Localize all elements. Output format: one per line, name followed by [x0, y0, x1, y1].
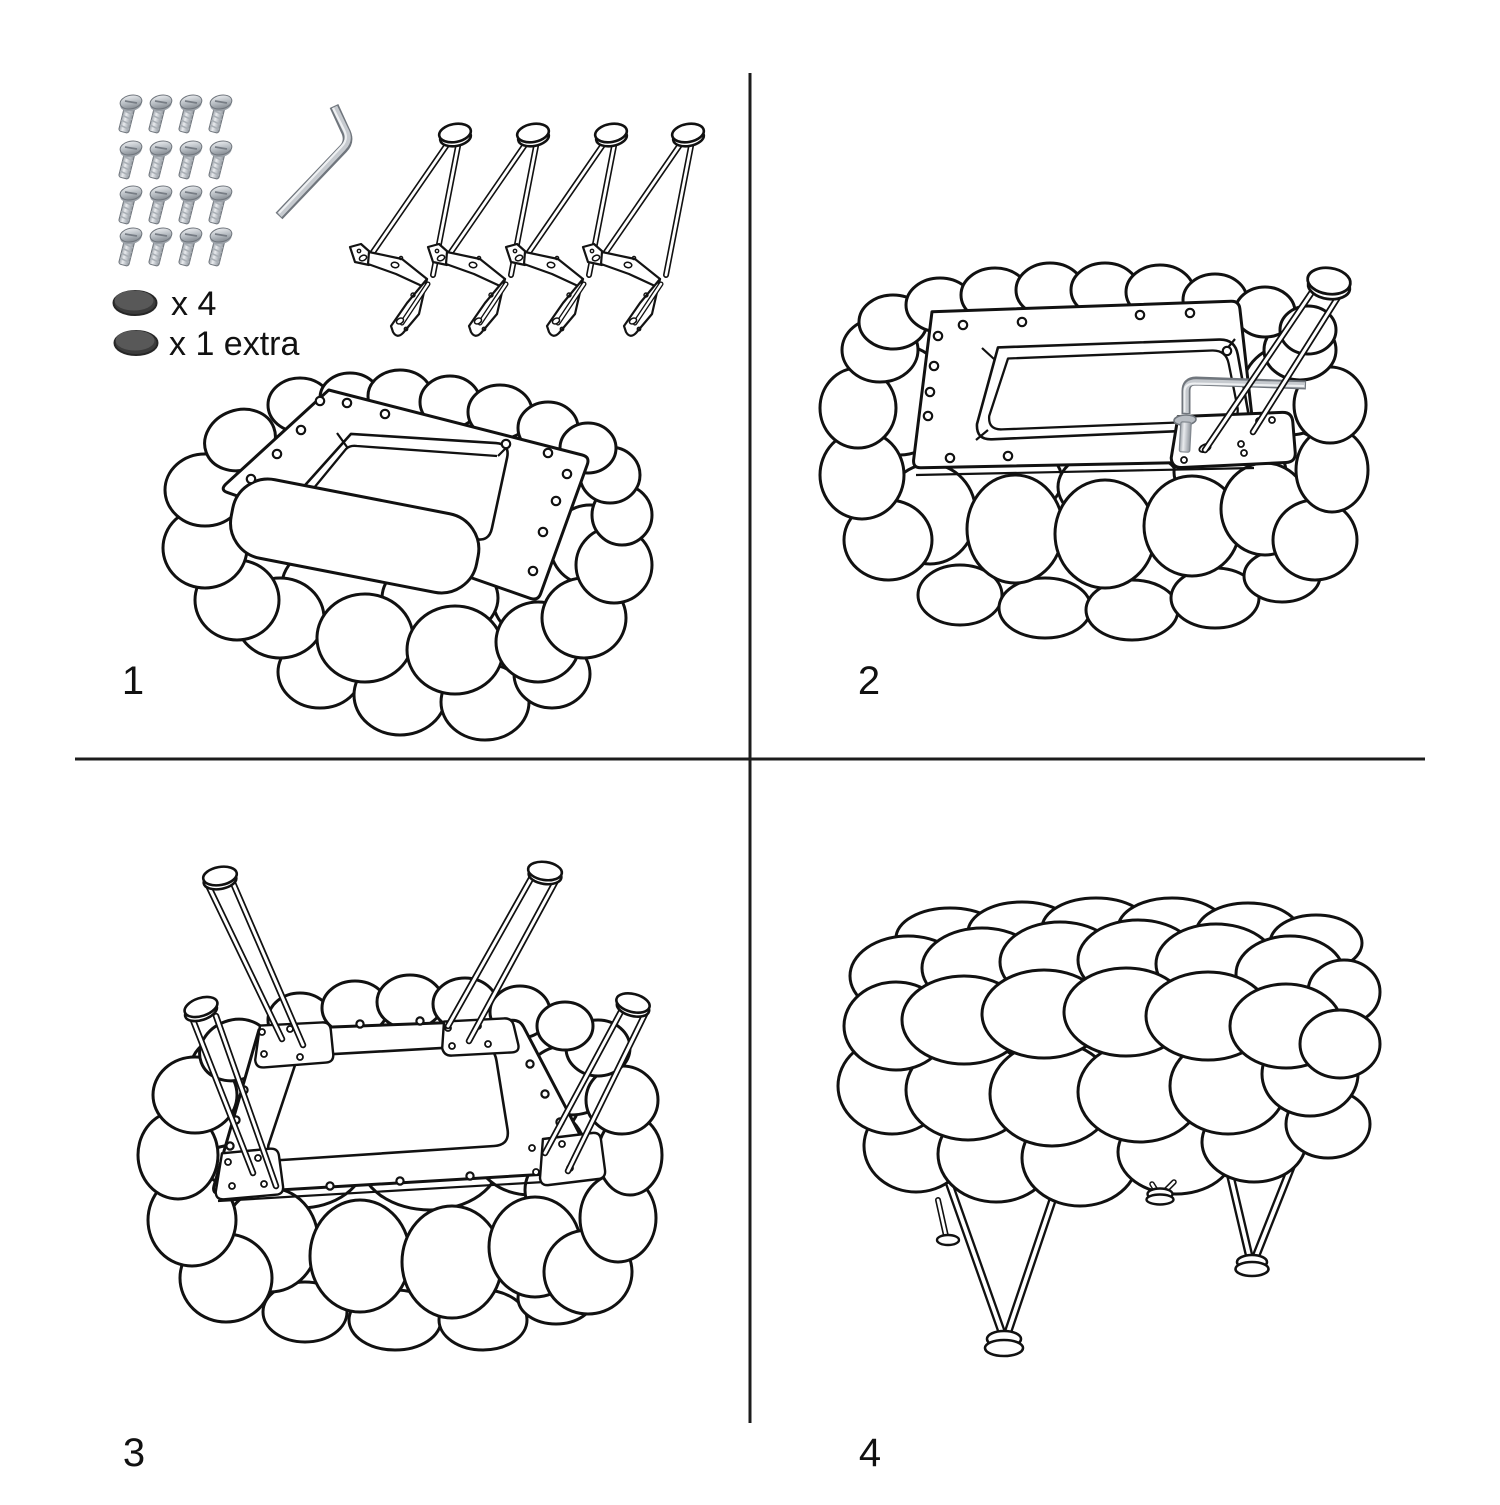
svg-text:x 1 extra: x 1 extra [169, 325, 299, 363]
svg-text:4: 4 [859, 1431, 881, 1475]
svg-text:x 4: x 4 [171, 285, 216, 323]
svg-text:3: 3 [123, 1431, 145, 1475]
svg-text:1: 1 [122, 659, 144, 703]
svg-text:2: 2 [858, 659, 880, 703]
